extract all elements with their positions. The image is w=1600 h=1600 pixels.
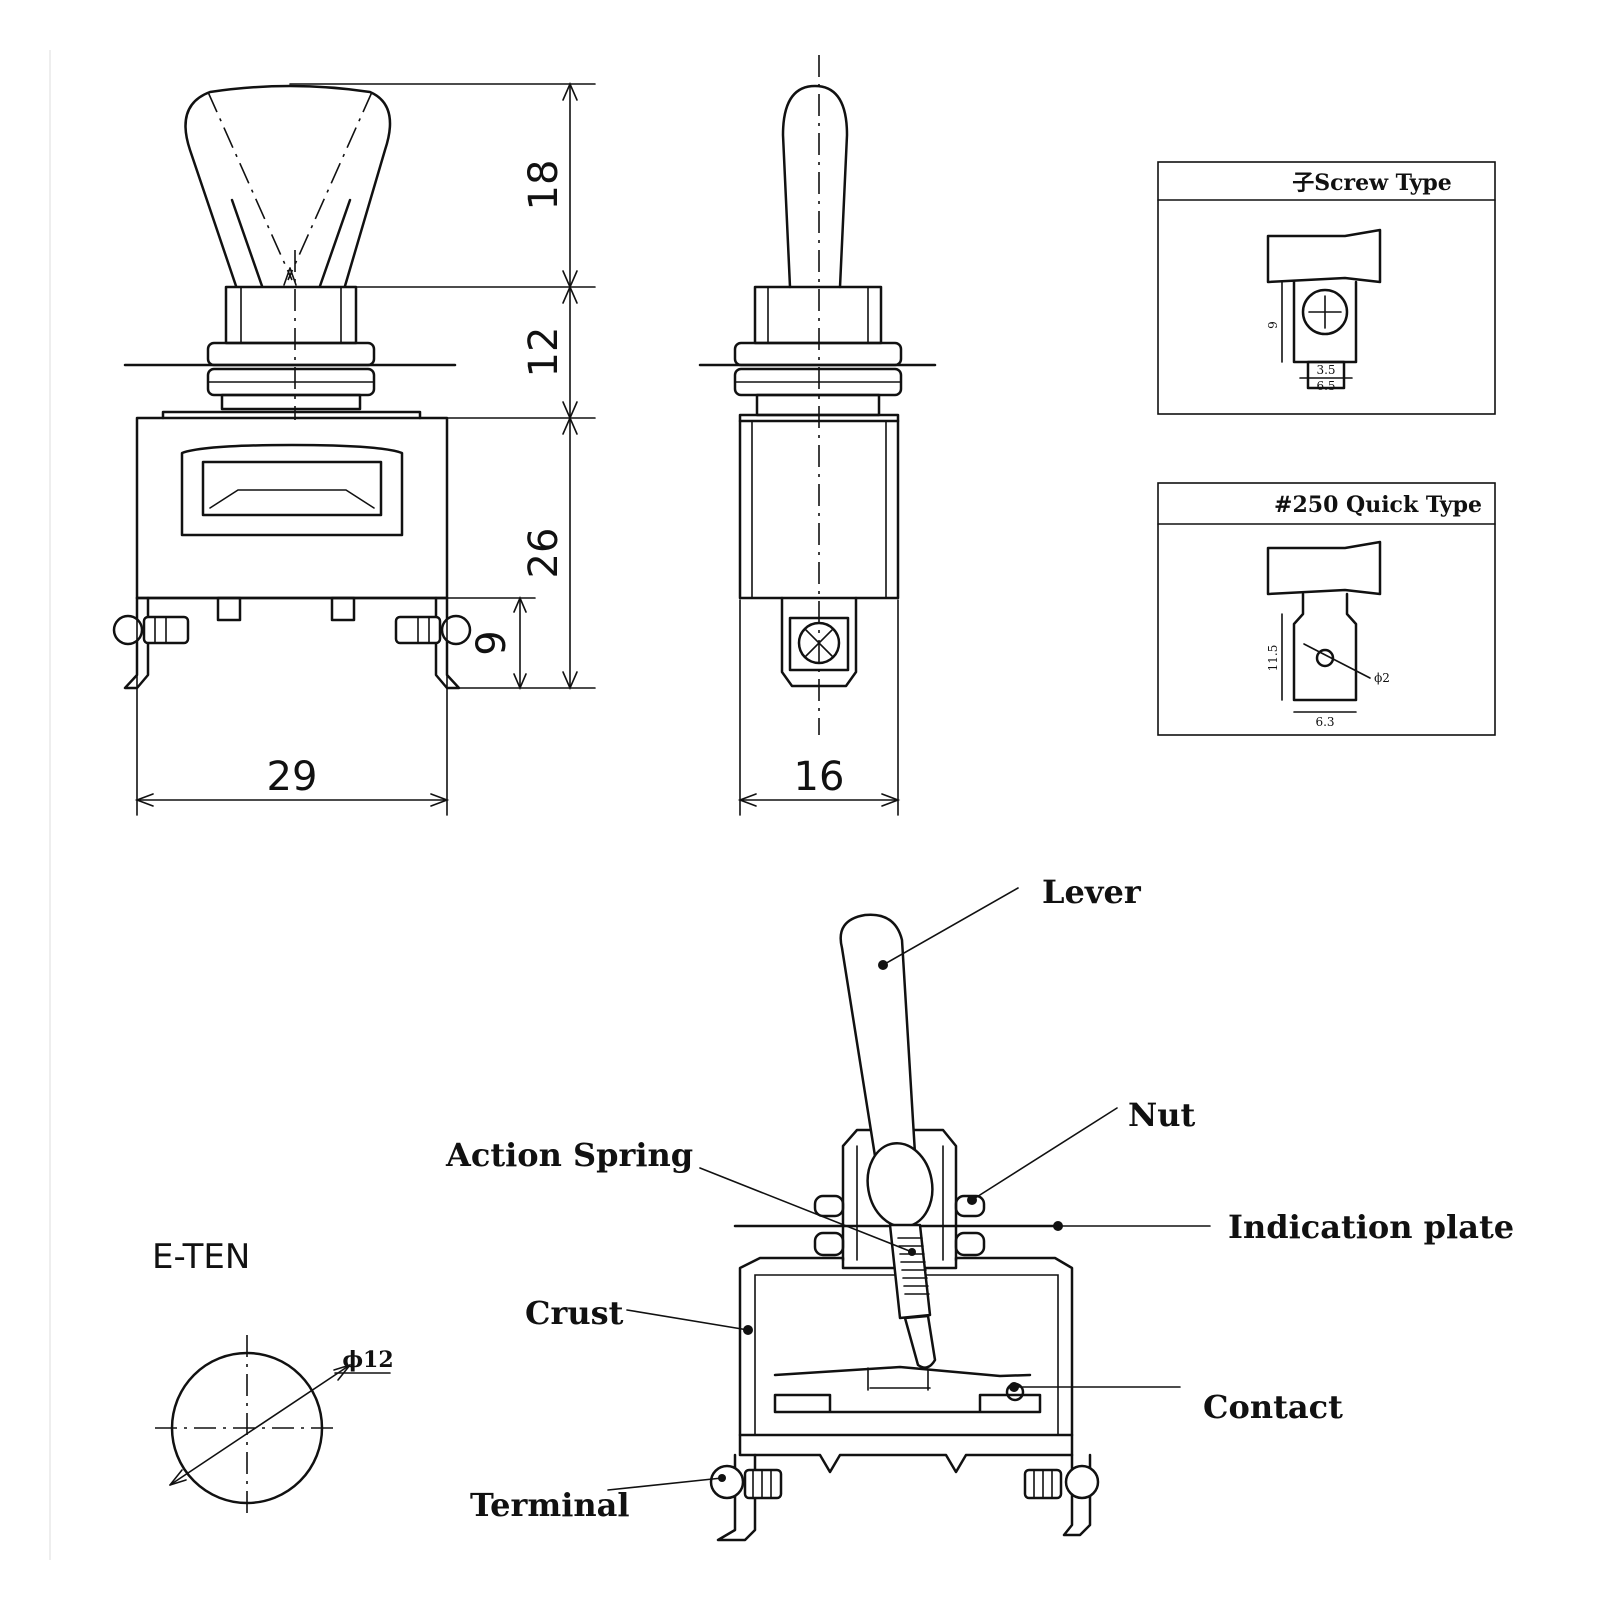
label-nut: Nut bbox=[1128, 1096, 1196, 1134]
label-indication-plate: Indication plate bbox=[1228, 1208, 1514, 1246]
panel-cutout: E-TEN ϕ12 bbox=[152, 1237, 394, 1520]
label-crust: Crust bbox=[525, 1294, 624, 1332]
front-body bbox=[135, 410, 449, 600]
dim-hole-diameter: ϕ12 bbox=[342, 1347, 393, 1373]
cutaway-lever bbox=[839, 913, 918, 1177]
side-body bbox=[738, 419, 900, 600]
dim-front-width: 29 bbox=[267, 754, 318, 800]
screw-type-title: 子Screw Type bbox=[1292, 170, 1452, 196]
screw-dim-inner: 3.5 bbox=[1316, 363, 1335, 377]
model-name: E-TEN bbox=[152, 1237, 250, 1277]
quick-dim-height: 11.5 bbox=[1266, 645, 1280, 672]
front-terminals bbox=[112, 596, 472, 690]
side-view: 16 bbox=[698, 55, 937, 816]
dim-terminal-height: 9 bbox=[469, 630, 515, 655]
label-terminal: Terminal bbox=[470, 1486, 630, 1524]
front-nuts bbox=[123, 341, 457, 411]
label-lever: Lever bbox=[1042, 873, 1142, 911]
dim-body-height: 26 bbox=[521, 528, 567, 579]
label-contact: Contact bbox=[1203, 1388, 1343, 1426]
contact-rocker bbox=[773, 1365, 1032, 1378]
quick-type-inset: #250 Quick Type ϕ2 11.5 6.3 bbox=[1157, 482, 1496, 736]
screw-dim-outer: 6.5 bbox=[1316, 379, 1335, 393]
label-action-spring: Action Spring bbox=[445, 1136, 693, 1174]
cutaway-view: Lever Nut Action Spring Indication plate… bbox=[445, 873, 1514, 1542]
quick-type-title: #250 Quick Type bbox=[1274, 492, 1482, 518]
quick-dim-hole: ϕ2 bbox=[1374, 671, 1390, 685]
screw-type-inset: 子Screw Type 9 3.5 6.5 bbox=[1157, 161, 1496, 415]
front-lever bbox=[184, 84, 392, 288]
quick-dim-width: 6.3 bbox=[1315, 715, 1334, 729]
side-lever bbox=[781, 84, 849, 289]
callout-leaders bbox=[607, 887, 1211, 1491]
dim-lever-height: 18 bbox=[521, 160, 567, 211]
screw-dim-height: 9 bbox=[1266, 321, 1280, 329]
dim-side-width: 16 bbox=[794, 754, 845, 800]
front-dimensions bbox=[134, 82, 596, 816]
dim-bushing-height: 12 bbox=[521, 327, 567, 378]
front-view: 18 12 26 9 29 bbox=[112, 82, 596, 816]
